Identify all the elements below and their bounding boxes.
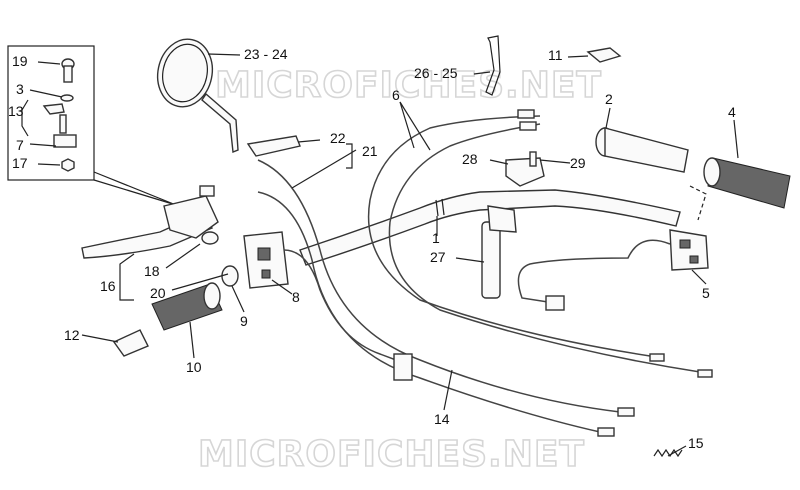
- mirror-part: [156, 38, 239, 153]
- callout-3: 3: [16, 81, 24, 97]
- throttle-cables: [367, 109, 713, 378]
- callout-2: 2: [605, 91, 613, 107]
- washer-ring-part: [221, 265, 239, 287]
- callout-28: 28: [462, 151, 478, 167]
- bolt-part: [529, 151, 537, 167]
- callout-15: 15: [688, 435, 704, 451]
- callout-labels: 19 3 13 7 17 23 - 24 26 - 25 11 6 2 4 22…: [8, 46, 736, 451]
- left-switch-wire: [283, 249, 397, 361]
- callout-9: 9: [240, 313, 248, 329]
- callout-12: 12: [64, 327, 80, 343]
- bracket-part: [42, 103, 77, 148]
- callout-16: 16: [100, 278, 116, 294]
- callout-7: 7: [16, 137, 24, 153]
- clutch-cable: [257, 159, 635, 437]
- callout-13: 13: [8, 103, 24, 119]
- callout-20: 20: [150, 285, 166, 301]
- washer-part: [60, 94, 74, 102]
- callout-10: 10: [186, 359, 202, 375]
- callout-17: 17: [12, 155, 28, 171]
- bar-end-part: [112, 329, 149, 357]
- callout-27: 27: [430, 249, 446, 265]
- clutch-lever-part: [81, 185, 219, 259]
- right-grip-part: [703, 157, 791, 209]
- callout-18: 18: [144, 263, 160, 279]
- handlebar-part: [299, 189, 681, 266]
- riser-part: [481, 205, 517, 299]
- watermark-bottom: MICROFICHES.NET: [198, 434, 585, 475]
- callout-4: 4: [728, 104, 736, 120]
- cable-bracket-part: [485, 35, 501, 96]
- screw-part: [61, 58, 75, 83]
- callout-14: 14: [434, 411, 450, 427]
- clamp-part: [505, 157, 545, 187]
- inset-detail-box: [7, 45, 177, 206]
- connector-part: [545, 295, 565, 311]
- connector-part-2: [393, 353, 413, 381]
- callout-29: 29: [570, 155, 586, 171]
- right-switch-part: [669, 229, 709, 271]
- lever-cover-part: [246, 135, 301, 157]
- callout-8: 8: [292, 289, 300, 305]
- left-grip-part: [151, 282, 223, 331]
- callout-21: 21: [362, 143, 378, 159]
- callout-26-25: 26 - 25: [414, 65, 458, 81]
- callout-5: 5: [702, 285, 710, 301]
- callout-1: 1: [432, 230, 440, 246]
- callout-22: 22: [330, 130, 346, 146]
- callout-6: 6: [392, 87, 400, 103]
- left-switch-part: [243, 231, 289, 289]
- right-switch-wire: [517, 239, 671, 303]
- callout-19: 19: [12, 53, 28, 69]
- spring-part: [653, 448, 683, 458]
- callout-11: 11: [548, 47, 563, 63]
- throttle-grip-part: [595, 127, 689, 173]
- leader-lines: [21, 53, 739, 457]
- nut-part: [61, 158, 75, 172]
- watermark-top: MICROFICHES.NET: [215, 65, 602, 106]
- clip-part: [586, 47, 622, 63]
- callout-23-24: 23 - 24: [244, 46, 288, 62]
